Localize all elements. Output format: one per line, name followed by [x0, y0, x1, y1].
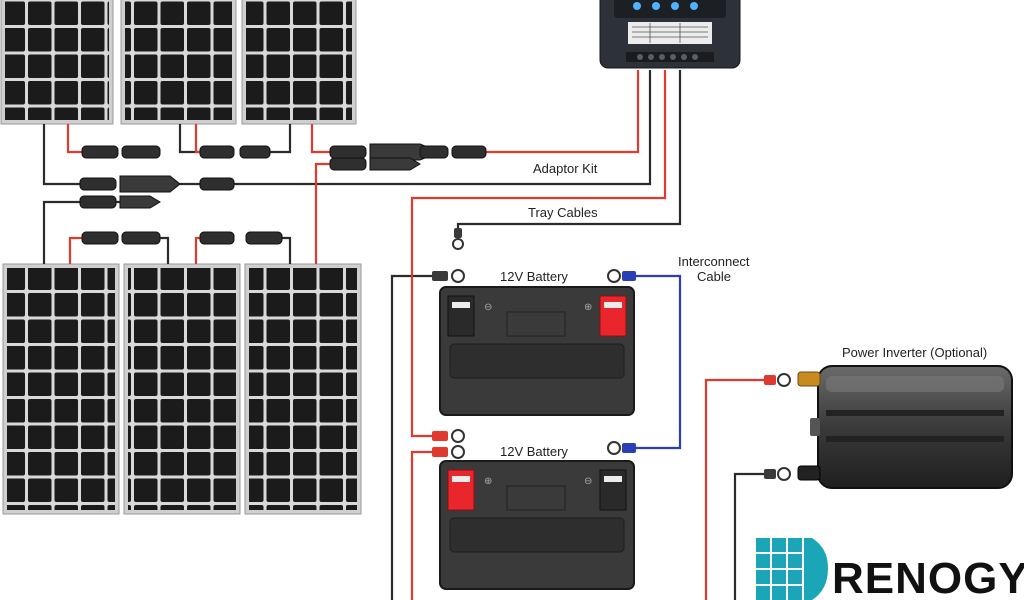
battery-top: ⊖ ⊕ — [439, 286, 635, 416]
solar-panel-bottom-1 — [2, 263, 120, 515]
solar-panel-bottom-3 — [244, 263, 362, 515]
inverter-label: Power Inverter (Optional) — [842, 345, 987, 360]
battery-bottom: ⊕ ⊖ — [439, 460, 635, 590]
power-inverter — [797, 365, 1013, 489]
solar-panel-bottom-2 — [123, 263, 241, 515]
mc4-connectors — [79, 143, 487, 245]
svg-text:⊖: ⊖ — [484, 302, 492, 313]
tray-cables-label: Tray Cables — [528, 205, 598, 220]
solar-panel-top-2 — [120, 0, 237, 125]
battery-bottom-label: 12V Battery — [500, 444, 568, 459]
svg-text:⊕: ⊕ — [484, 476, 492, 487]
interconnect-label-line1: Interconnect — [678, 254, 750, 269]
interconnect-cable — [636, 274, 682, 450]
battery-top-label: 12V Battery — [500, 269, 568, 284]
svg-text:⊕: ⊕ — [584, 302, 592, 313]
positive-wires — [66, 70, 770, 600]
renogy-logo: RENOGY — [756, 538, 1024, 600]
solar-panel-top-1 — [0, 0, 114, 125]
ring-terminals — [432, 228, 791, 481]
solar-panel-top-3 — [241, 0, 357, 125]
svg-text:⊖: ⊖ — [584, 476, 592, 487]
renogy-logo-text: RENOGY — [832, 554, 1024, 600]
charge-controller — [599, 0, 741, 69]
interconnect-label-line2: Cable — [697, 269, 731, 284]
adaptor-kit-label: Adaptor Kit — [533, 161, 598, 176]
